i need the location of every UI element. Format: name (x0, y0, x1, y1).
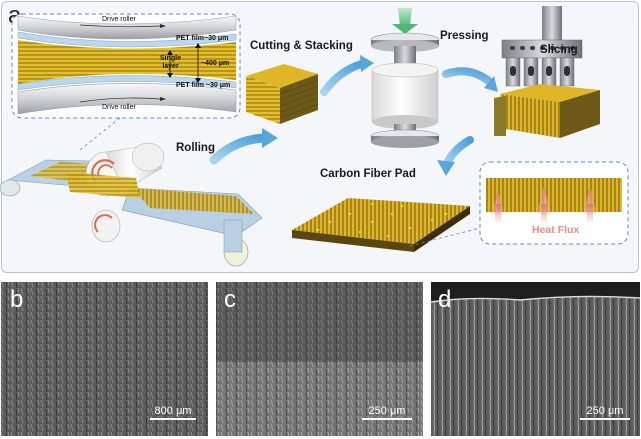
thickness-label: ~400 μm (201, 60, 229, 67)
arrow-rolling-to-cutting (214, 138, 264, 160)
carbon-fiber-pad-label: Carbon Fiber Pad (320, 168, 416, 180)
panel-b-letter: b (10, 286, 23, 314)
carbon-fiber-pad (292, 198, 480, 252)
rolling-label: Rolling (176, 142, 215, 154)
panel-d-letter: d (438, 286, 451, 314)
panel-d-scale-line (580, 418, 630, 420)
slicing-label: Slicing (540, 44, 578, 56)
panel-b-scale-line (150, 418, 196, 420)
panel-c-letter: c (224, 286, 236, 314)
panel-b-scale-bar: 800 μm (150, 405, 196, 420)
panel-d-scale-label: 250 μm (587, 405, 624, 417)
single-layer-label: Single layer (160, 55, 181, 71)
panel-c-scale-line (362, 418, 412, 420)
top-roller-label: Drive roller (102, 16, 136, 23)
bottom-roller-label: Drive roller (102, 104, 136, 111)
slicer-machine (494, 6, 600, 138)
pressing-label: Pressing (440, 30, 489, 42)
press-machine (371, 8, 439, 148)
stacked-block (246, 64, 318, 124)
panel-b-scale-label: 800 μm (155, 405, 192, 417)
pet-bottom-label: PET film ~30 μm (176, 82, 230, 89)
panel-c-scale-label: 250 μm (369, 405, 406, 417)
panel-d-scale-bar: 250 μm (580, 405, 630, 420)
pet-top-label: PET film~30 μm (176, 35, 228, 42)
cutting-stacking-label: Cutting & Stacking (250, 40, 353, 52)
rolling-machine (0, 143, 262, 266)
panel-c-scale-bar: 250 μm (362, 405, 412, 420)
heat-flux-label: Heat Flux (532, 224, 579, 236)
